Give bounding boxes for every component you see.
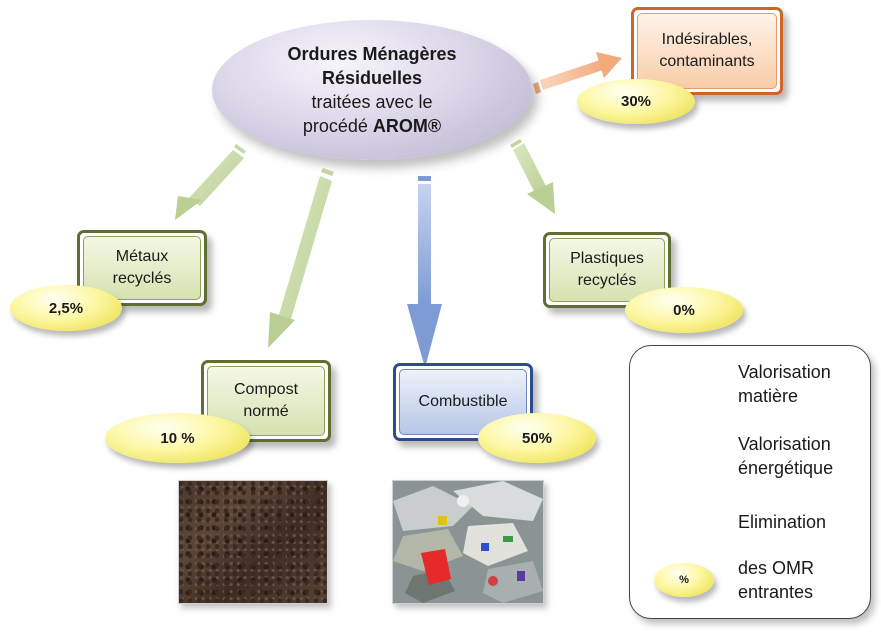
pct-metaux: 2,5% (10, 285, 122, 331)
legend-pct-ellipse: % (654, 563, 714, 597)
pct-compost: 10 % (105, 413, 250, 463)
central-topic: Ordures Ménagères Résiduelles traitées a… (212, 20, 532, 160)
node-indesirables-label-1: Indésirables, (661, 31, 753, 48)
arrow-to-combustible (407, 176, 442, 368)
arrow-to-compost (268, 168, 334, 348)
node-indesirables-inner: Indésirables, contaminants (637, 13, 777, 89)
arrow-to-plastiques (510, 139, 555, 214)
center-brand: AROM® (372, 116, 442, 136)
waste-photo-art (393, 481, 543, 603)
legend: Valorisation matière Valorisation énergé… (629, 345, 871, 619)
node-compost-label-2: normé (243, 403, 289, 420)
node-combustible-inner: Combustible (399, 369, 527, 435)
pct-indesirables: 30% (577, 79, 695, 124)
center-line1: Ordures Ménagères (287, 44, 457, 64)
legend-energie-line2: énergétique (738, 458, 834, 478)
node-compost-label-1: Compost (233, 381, 299, 398)
legend-energie-line1: Valorisation (738, 434, 831, 454)
node-metaux-inner: Métaux recyclés (83, 236, 201, 300)
pct-combustible: 50% (478, 413, 596, 463)
center-line4-prefix: procédé (302, 116, 373, 136)
compost-photo (178, 480, 328, 604)
pct-plastiques: 0% (625, 287, 743, 333)
node-metaux-label-2: recyclés (112, 270, 172, 287)
legend-pct-line2: entrantes (738, 582, 814, 602)
node-plastiques-label-1: Plastiques (570, 250, 644, 267)
arrow-to-indesirables (533, 52, 622, 94)
legend-matiere-line1: Valorisation (738, 362, 831, 382)
node-metaux-label-1: Métaux (115, 248, 169, 265)
node-plastiques-label-2: recyclés (577, 272, 637, 289)
center-line2: Résiduelles (321, 68, 423, 88)
legend-pct-line1: des OMR (738, 558, 815, 578)
center-line4: procédé AROM® (303, 114, 441, 138)
legend-matiere-line2: matière (738, 386, 799, 406)
center-line3: traitées avec le (311, 92, 433, 112)
node-indesirables-label-2: contaminants (659, 53, 755, 70)
legend-elimination: Elimination (738, 512, 827, 532)
waste-photo (392, 480, 544, 604)
arrow-to-metaux (175, 144, 246, 220)
node-combustible: Combustible (393, 363, 533, 441)
node-combustible-label: Combustible (418, 393, 508, 410)
node-indesirables: Indésirables, contaminants (631, 7, 783, 95)
